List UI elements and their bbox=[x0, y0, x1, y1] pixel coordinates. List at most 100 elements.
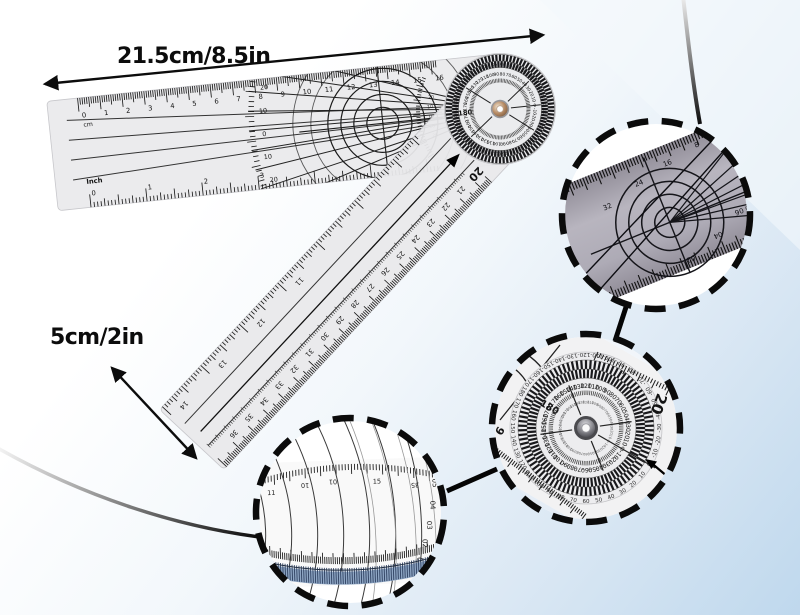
svg-text:60: 60 bbox=[617, 402, 627, 412]
svg-text:-60: -60 bbox=[515, 132, 524, 141]
svg-text:160: 160 bbox=[566, 404, 574, 412]
svg-text:24: 24 bbox=[409, 233, 421, 245]
connector-left-edge-to-circle bbox=[0, 447, 261, 539]
svg-text:130: 130 bbox=[512, 447, 521, 459]
svg-text:120: 120 bbox=[477, 146, 486, 154]
svg-text:29: 29 bbox=[334, 314, 346, 326]
svg-text:-150: -150 bbox=[455, 86, 463, 97]
connector-top-edge-to-circle bbox=[681, 0, 702, 125]
svg-text:70: 70 bbox=[612, 396, 622, 407]
svg-text:-80: -80 bbox=[505, 138, 514, 146]
svg-text:-40: -40 bbox=[594, 462, 606, 472]
svg-text:10: 10 bbox=[427, 104, 434, 111]
svg-text:02: 02 bbox=[685, 253, 696, 264]
svg-text:20: 20 bbox=[269, 175, 278, 184]
svg-text:-70: -70 bbox=[573, 464, 584, 473]
svg-text:-30: -30 bbox=[595, 447, 603, 454]
svg-text:150: 150 bbox=[558, 386, 572, 398]
svg-text:23: 23 bbox=[425, 217, 437, 229]
svg-text:-170: -170 bbox=[559, 414, 566, 424]
svg-text:60: 60 bbox=[582, 499, 590, 505]
svg-text:-80: -80 bbox=[628, 366, 639, 377]
svg-text:3: 3 bbox=[148, 104, 153, 112]
svg-text:30: 30 bbox=[538, 124, 545, 131]
svg-text:13: 13 bbox=[216, 358, 228, 370]
svg-text:-120: -120 bbox=[560, 436, 568, 446]
svg-text:130: 130 bbox=[578, 400, 586, 405]
svg-text:-70: -70 bbox=[578, 451, 585, 456]
svg-text:11: 11 bbox=[267, 489, 276, 497]
svg-text:80: 80 bbox=[509, 149, 516, 155]
svg-text:30: 30 bbox=[618, 487, 628, 496]
svg-text:170: 170 bbox=[462, 102, 469, 111]
svg-text:90: 90 bbox=[602, 387, 612, 397]
svg-text:32: 32 bbox=[602, 202, 613, 213]
svg-text:21: 21 bbox=[455, 184, 467, 196]
svg-text:-50: -50 bbox=[587, 451, 594, 456]
svg-text:-150: -150 bbox=[467, 123, 478, 135]
svg-text:-20: -20 bbox=[655, 435, 663, 445]
svg-text:50: 50 bbox=[529, 136, 536, 143]
svg-text:01: 01 bbox=[329, 478, 338, 486]
svg-text:180: 180 bbox=[452, 110, 458, 119]
svg-text:90: 90 bbox=[596, 403, 603, 409]
svg-text:90: 90 bbox=[502, 151, 508, 157]
svg-text:05: 05 bbox=[415, 557, 423, 566]
svg-text:-80: -80 bbox=[573, 449, 581, 455]
svg-text:-160: -160 bbox=[453, 93, 460, 103]
svg-text:2: 2 bbox=[126, 107, 131, 115]
svg-text:35: 35 bbox=[243, 412, 255, 424]
callout-connector-lines bbox=[0, 0, 702, 539]
svg-text:-90: -90 bbox=[500, 140, 508, 147]
svg-text:110: 110 bbox=[587, 400, 595, 405]
svg-text:90: 90 bbox=[544, 488, 554, 497]
svg-text:-20: -20 bbox=[598, 444, 606, 451]
svg-text:-30: -30 bbox=[527, 119, 535, 128]
svg-text:0: 0 bbox=[81, 111, 86, 119]
svg-text:36: 36 bbox=[228, 428, 240, 440]
svg-text:120: 120 bbox=[517, 459, 528, 472]
svg-text:50: 50 bbox=[620, 409, 629, 419]
svg-text:80: 80 bbox=[607, 391, 618, 401]
svg-text:10: 10 bbox=[259, 106, 268, 115]
svg-text:22: 22 bbox=[440, 201, 452, 213]
svg-text:170: 170 bbox=[563, 407, 571, 415]
svg-text:70: 70 bbox=[569, 497, 577, 504]
svg-text:20: 20 bbox=[629, 480, 639, 489]
svg-text:-40: -40 bbox=[655, 410, 663, 420]
svg-text:100: 100 bbox=[591, 401, 599, 407]
svg-text:-140: -140 bbox=[553, 354, 567, 364]
svg-text:-160: -160 bbox=[558, 418, 563, 427]
svg-text:-10: -10 bbox=[602, 441, 609, 449]
svg-text:11: 11 bbox=[324, 85, 333, 94]
svg-text:180: 180 bbox=[458, 108, 473, 117]
connector-circleA-circleB bbox=[612, 303, 630, 342]
zoomed-pointer-arrow bbox=[645, 459, 657, 469]
svg-text:-170: -170 bbox=[463, 113, 472, 124]
svg-text:-50: -50 bbox=[588, 464, 599, 473]
svg-text:-100: -100 bbox=[492, 140, 503, 147]
svg-text:170: 170 bbox=[453, 117, 460, 126]
svg-text:-10: -10 bbox=[531, 108, 538, 116]
zoomed-pointer-arrow bbox=[585, 292, 599, 306]
dial-pointer-arrow bbox=[446, 153, 460, 168]
svg-text:34: 34 bbox=[258, 395, 270, 407]
svg-text:40: 40 bbox=[607, 493, 616, 501]
svg-text:0: 0 bbox=[619, 446, 626, 454]
svg-text:-160: -160 bbox=[541, 413, 550, 428]
dashed-border-middle-right bbox=[488, 330, 684, 526]
svg-text:8: 8 bbox=[693, 141, 700, 150]
svg-text:60: 60 bbox=[605, 412, 611, 419]
svg-text:180: 180 bbox=[516, 385, 527, 398]
svg-text:-10: -10 bbox=[612, 448, 624, 460]
svg-text:-70: -70 bbox=[637, 375, 648, 386]
svg-text:02: 02 bbox=[421, 539, 429, 548]
svg-text:160: 160 bbox=[463, 96, 471, 106]
svg-text:120: 120 bbox=[580, 383, 592, 390]
svg-text:28: 28 bbox=[349, 298, 361, 310]
svg-text:04: 04 bbox=[712, 229, 724, 240]
svg-text:05: 05 bbox=[430, 478, 438, 487]
